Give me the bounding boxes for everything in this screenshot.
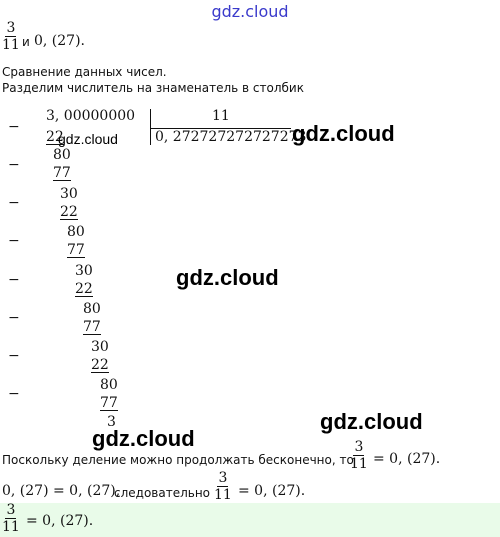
step-subtrahend: 77 [67,242,85,258]
conclusion-line-2-lhs: 0, (27) = 0, (27), [2,483,121,499]
intro-line-2: Разделим числитель на знаменатель в стол… [2,81,304,95]
step-remainder: 30 [75,263,93,279]
step-remainder: 3 [107,414,116,430]
watermark: gdz.cloud [176,265,279,290]
fraction-denominator: 11 [2,37,20,53]
minus-sign: − [8,272,20,288]
division-quotient: 0, 272727272727273 [155,129,307,145]
step-remainder: 80 [83,301,101,317]
step-subtrahend: 22 [75,281,93,297]
conclusion-line-2-rhs: = 0, (27). [238,483,306,499]
minus-sign: − [8,157,20,173]
fraction-numerator: 3 [353,439,365,456]
conclusion-line-2-text: следовательно [114,486,211,500]
step-remainder: 30 [60,186,78,202]
step-remainder: 80 [67,224,85,240]
answer-fraction: 3 11 [2,503,20,534]
answer-box [0,503,500,537]
step-remainder: 80 [53,147,71,163]
minus-sign: − [8,348,20,364]
minus-sign: − [8,310,20,326]
watermark: gdz.cloud [320,409,423,434]
step-subtrahend: 22 [91,357,109,373]
problem-connector: и [22,35,30,49]
division-divisor: 11 [212,108,230,124]
step-subtrahend: 22 [60,204,78,220]
watermark: gdz.cloud [292,121,395,146]
minus-sign: − [8,233,20,249]
problem-periodic: 0, (27). [34,33,85,49]
fraction-denominator: 11 [214,487,232,503]
fraction-denominator: 11 [350,456,368,472]
conclusion-fraction-2: 3 11 [214,471,232,502]
minus-sign: − [8,386,20,402]
fraction-numerator: 3 [5,502,17,519]
step-subtrahend: 77 [83,319,101,335]
step-subtrahend: 77 [100,395,118,411]
fraction-denominator: 11 [2,519,20,535]
conclusion-line-1-rhs: = 0, (27). [373,451,441,467]
step-remainder: 80 [100,377,118,393]
problem-fraction: 3 11 [2,21,20,52]
answer-rhs: = 0, (27). [26,513,94,529]
watermark: gdz.cloud [92,426,195,451]
watermark: gdz.cloud [58,131,118,147]
step-remainder: 30 [91,339,109,355]
division-vertical-line [150,109,151,145]
division-dividend: 3, 00000000 [46,108,136,124]
fraction-numerator: 3 [217,470,229,487]
minus-sign: − [8,119,20,135]
site-logo[interactable]: gdz.cloud [211,2,289,21]
fraction-numerator: 3 [5,20,17,37]
intro-line-1: Сравнение данных чисел. [2,65,167,79]
step-subtrahend: 22 [46,129,64,145]
minus-sign: − [8,195,20,211]
step-subtrahend: 77 [53,165,71,181]
conclusion-fraction-1: 3 11 [350,440,368,471]
division-horizontal-line [151,128,291,129]
conclusion-line-1-text: Поскольку деление можно продолжать беско… [2,453,354,467]
